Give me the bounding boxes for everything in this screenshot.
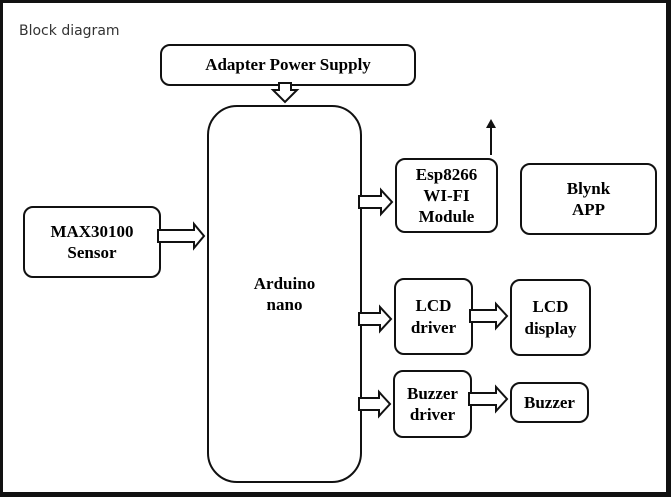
diagram-caption: Block diagram	[19, 23, 120, 39]
sensor-block: MAX30100 Sensor	[23, 206, 161, 278]
sensor-label: MAX30100 Sensor	[50, 221, 134, 262]
sensor-to-arduino-arrow	[157, 221, 206, 251]
arduino-to-buzzer-driver-arrow	[358, 389, 392, 419]
power-supply-label: Adapter Power Supply	[205, 55, 371, 75]
arduino-label: Arduino nano	[253, 273, 316, 314]
esp-antenna-arrowhead	[486, 119, 496, 128]
arduino-block: Arduino nano	[207, 105, 362, 483]
buzzer-driver-block: Buzzer driver	[393, 370, 472, 438]
buzzer-label: Buzzer	[524, 392, 575, 412]
lcd-display-block: LCD display	[510, 279, 591, 356]
lcd-driver-block: LCD driver	[394, 278, 473, 355]
buzzer-block: Buzzer	[510, 382, 589, 423]
lcd-driver-to-display-arrow	[469, 301, 509, 331]
lcd-driver-label: LCD driver	[410, 296, 457, 337]
power-to-arduino-arrow	[270, 82, 300, 104]
esp8266-block: Esp8266 WI-FI Module	[395, 158, 498, 233]
lcd-display-label: LCD display	[524, 297, 577, 338]
esp8266-label: Esp8266 WI-FI Module	[415, 164, 478, 227]
arduino-to-lcd-driver-arrow	[358, 304, 393, 334]
buzzer-driver-label: Buzzer driver	[407, 383, 458, 424]
blynk-app-label: Blynk APP	[566, 178, 611, 219]
blynk-app-block: Blynk APP	[520, 163, 657, 235]
arduino-to-esp-arrow	[358, 187, 394, 217]
buzzer-driver-to-buzzer-arrow	[468, 384, 509, 414]
